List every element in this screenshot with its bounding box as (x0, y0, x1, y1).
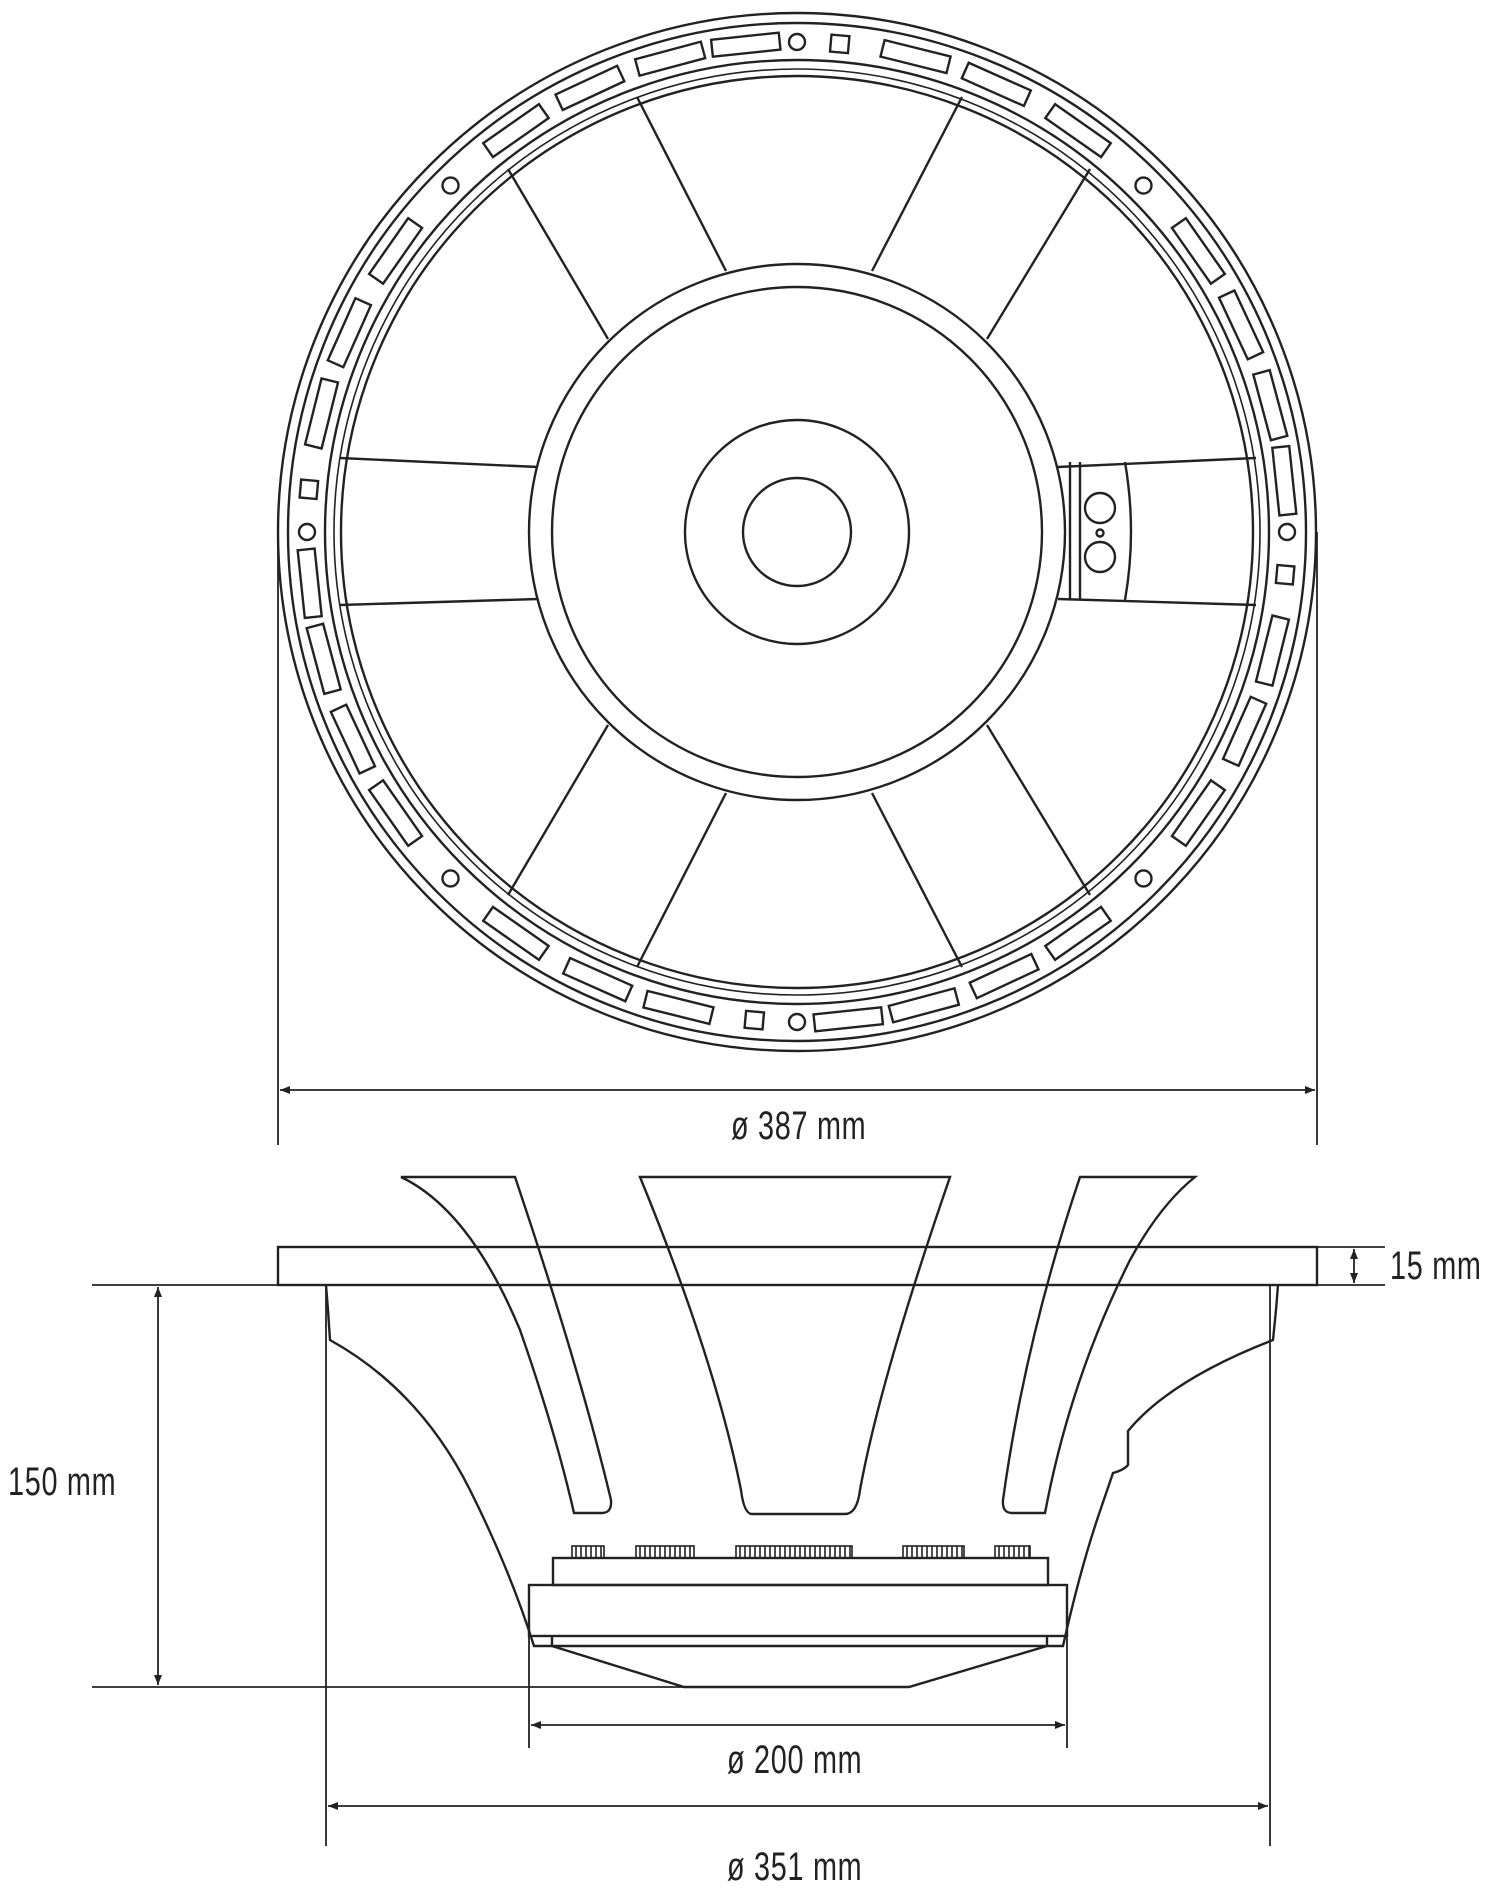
basket-outline (324, 1284, 1280, 1648)
bottom-plate (550, 1636, 1049, 1689)
vent-teeth (571, 1545, 1031, 1559)
outer-diameter-label: ø 387 mm (731, 1104, 867, 1148)
basket-spokes (339, 96, 1257, 968)
terminal-block (1068, 461, 1133, 601)
terminal-positive-icon (1083, 491, 1117, 525)
rim-slots (296, 31, 1298, 1033)
vent-hole (741, 476, 853, 588)
magnet (527, 1583, 1069, 1638)
motor-outer-ring (527, 262, 1067, 802)
side-view (92, 1175, 1385, 1846)
top-plate (551, 1556, 1050, 1587)
front-view (276, 11, 1318, 1145)
basket-window-center (638, 1175, 952, 1516)
basket-window-right (1001, 1175, 1199, 1515)
flange-thickness-label: 15 mm (1390, 1244, 1482, 1288)
basket-window-left (400, 1175, 613, 1515)
magnet-diameter-label: ø 200 mm (727, 1738, 863, 1782)
pole-ring (683, 418, 911, 646)
depth-label: 150 mm (8, 1460, 117, 1504)
mounting-flange (276, 1245, 1319, 1287)
terminal-negative-icon (1083, 540, 1117, 574)
cutout-diameter-label: ø 351 mm (727, 1845, 863, 1889)
